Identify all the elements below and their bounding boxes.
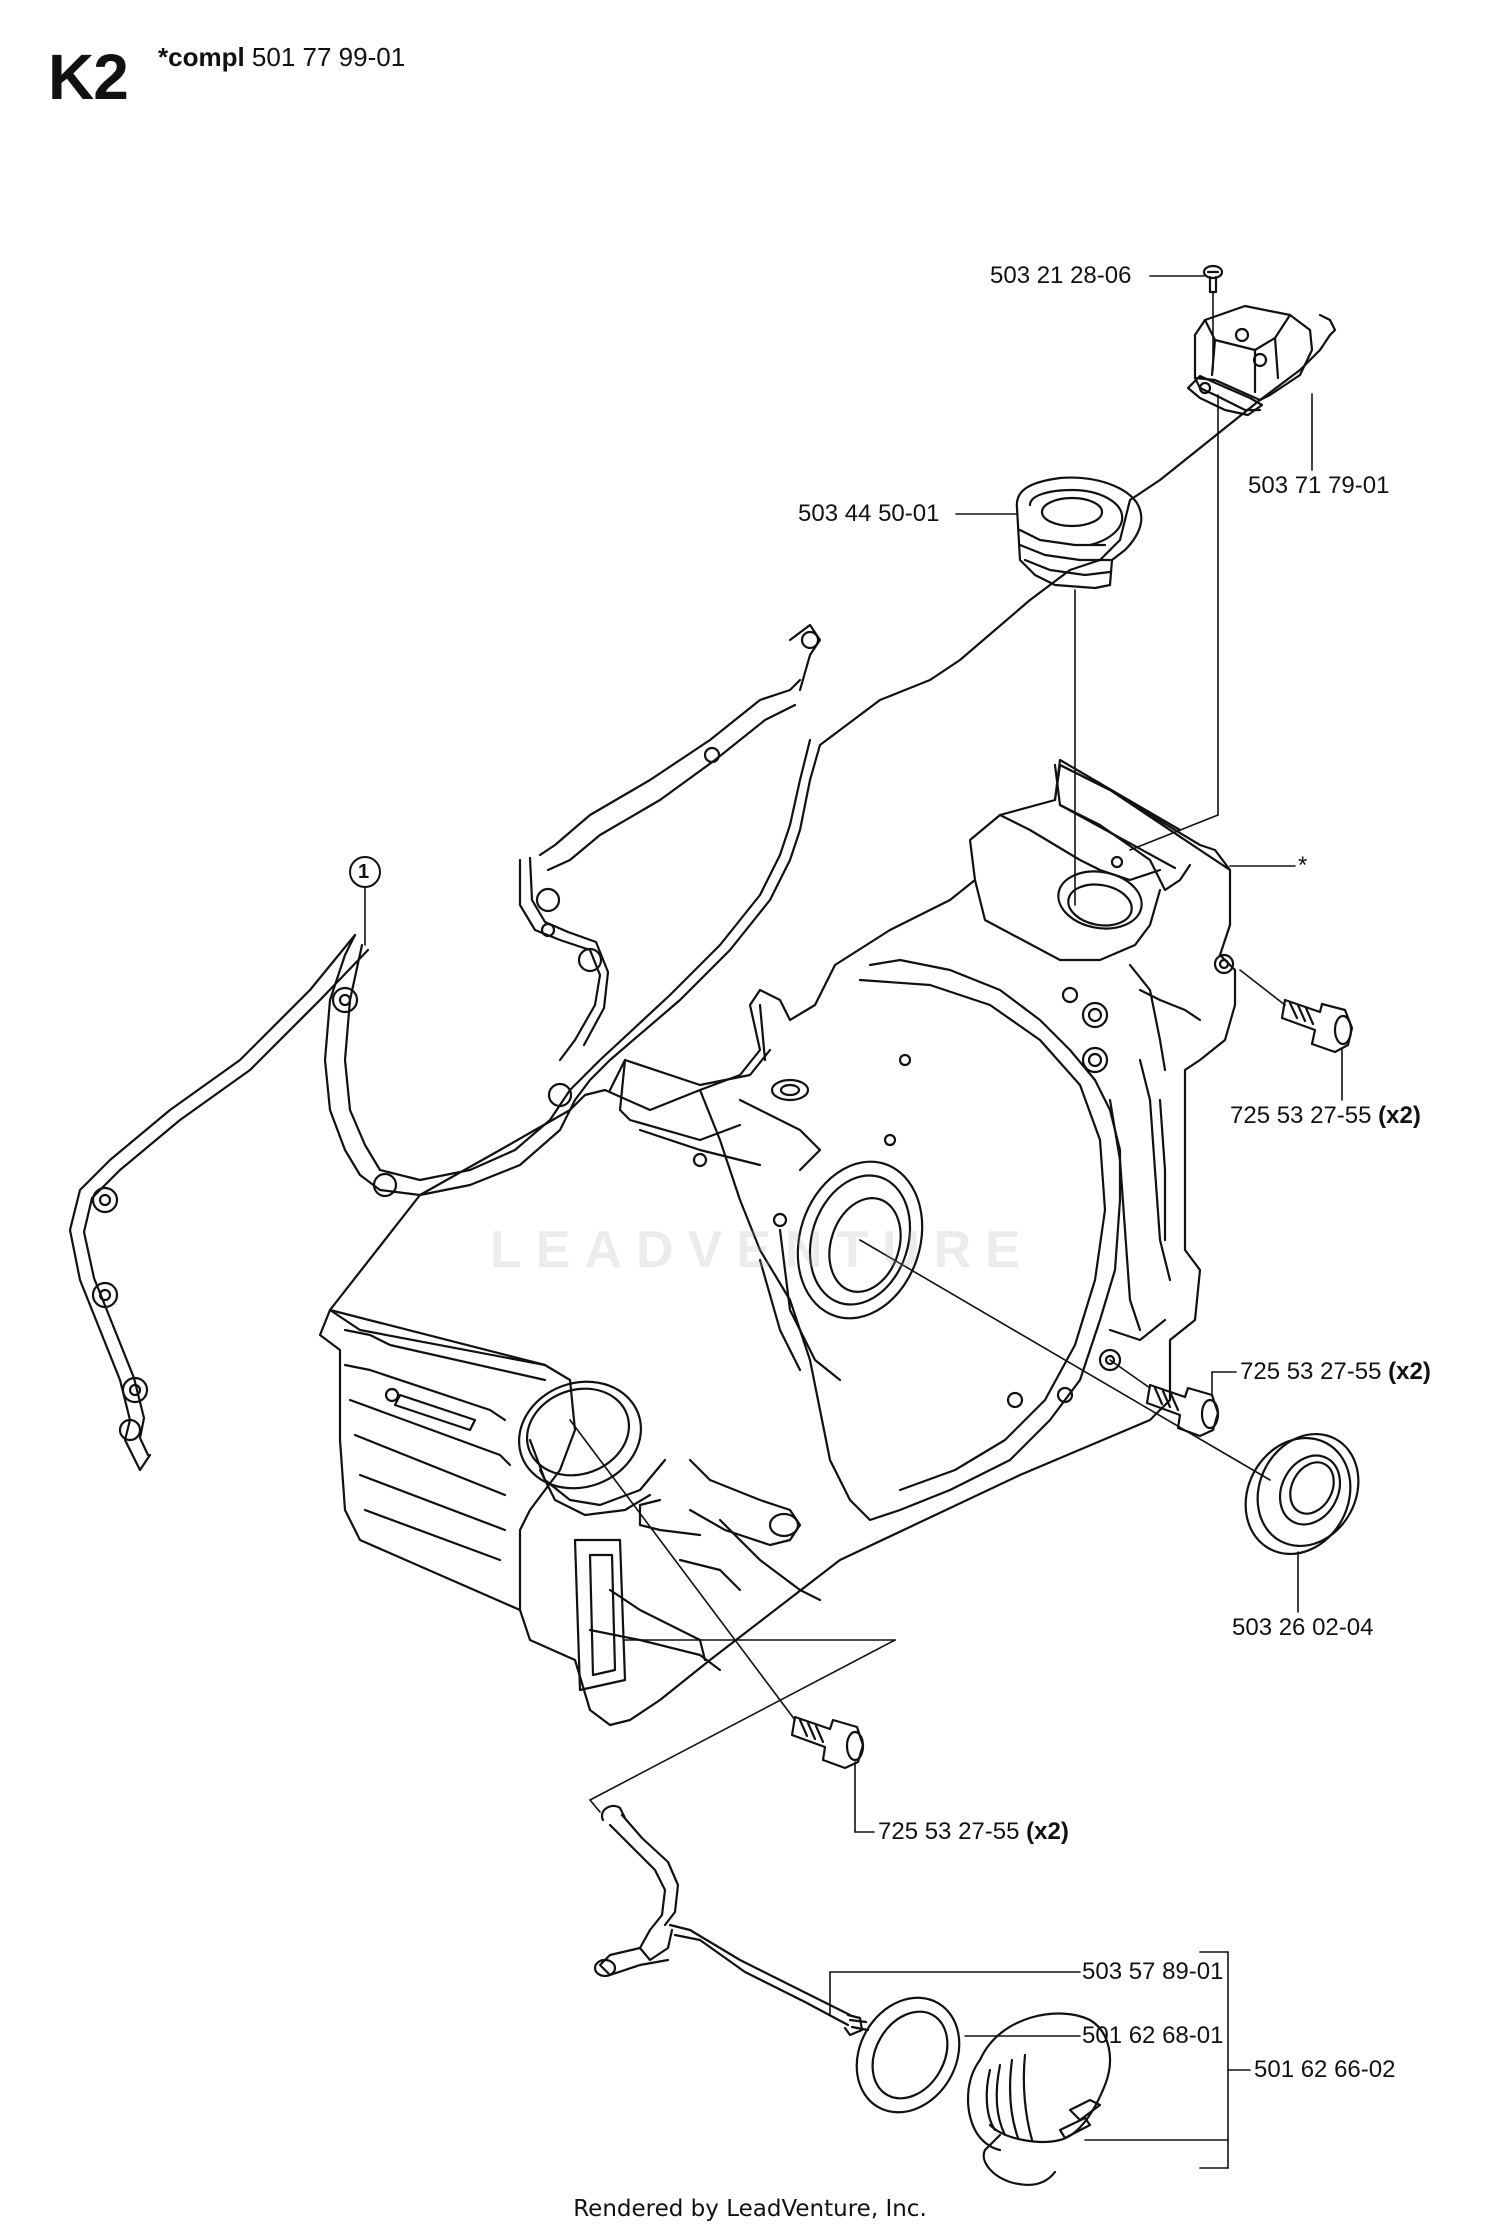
- crankcase-gasket: [68, 313, 1337, 1472]
- bolt-part-middle: [1145, 1383, 1220, 1438]
- callout-bolt-lower: 725 53 27-55 (x2): [878, 1818, 1069, 1846]
- callout-filter: 503 57 89-01: [1082, 1958, 1224, 1985]
- bolt-part-lower: [790, 1715, 865, 1770]
- bolt-middle-qty: (x2): [1388, 1358, 1431, 1385]
- bolt-middle-part: 725 53 27-55: [1240, 1358, 1382, 1385]
- bolt-upper-part: 725 53 27-55: [1230, 1102, 1372, 1129]
- oil-cap-part: [966, 2012, 1112, 2187]
- compl-number: 501 77 99-01: [251, 42, 406, 72]
- callout-cap-assembly: 501 62 66-02: [1254, 2056, 1396, 2083]
- callout-screw-top: 503 21 28-06: [990, 262, 1132, 289]
- bolt-lower-part: 725 53 27-55: [878, 1818, 1020, 1845]
- bracket-part: [1186, 304, 1314, 417]
- grommet-part: [1015, 476, 1143, 590]
- compl-prefix: *compl: [158, 42, 245, 72]
- footer-credit: Rendered by LeadVenture, Inc.: [573, 2196, 927, 2222]
- crankcase-body: [318, 758, 1237, 1727]
- callout-bolt-upper: 725 53 27-55 (x2): [1230, 1102, 1421, 1130]
- callout-grommet: 503 44 50-01: [798, 500, 940, 527]
- callout-asterisk: *: [1298, 852, 1308, 879]
- screw-part-top: [1202, 264, 1224, 294]
- bolt-part-upper: [1280, 998, 1354, 1054]
- leader-lines: [569, 275, 1343, 2169]
- section-title: K2: [48, 41, 129, 113]
- callout-bolt-middle: 725 53 27-55 (x2): [1240, 1358, 1431, 1386]
- callout-seal: 503 26 02-04: [1232, 1614, 1374, 1641]
- callout-gasket-ring: 501 62 68-01: [1082, 2022, 1224, 2049]
- callout-item-ref: 1: [358, 861, 370, 883]
- compl-note: *compl 501 77 99-01: [158, 42, 405, 73]
- item-1-marker: [349, 856, 381, 946]
- callout-bracket: 503 71 79-01: [1248, 472, 1390, 499]
- bolt-upper-qty: (x2): [1378, 1102, 1421, 1129]
- oil-pickup-part: [593, 1804, 870, 2037]
- seal-part: [1244, 1432, 1360, 1556]
- gasket-ring-part: [855, 1996, 961, 2114]
- watermark: LEADVENTURE: [490, 1221, 1035, 1279]
- bolt-lower-qty: (x2): [1026, 1818, 1069, 1845]
